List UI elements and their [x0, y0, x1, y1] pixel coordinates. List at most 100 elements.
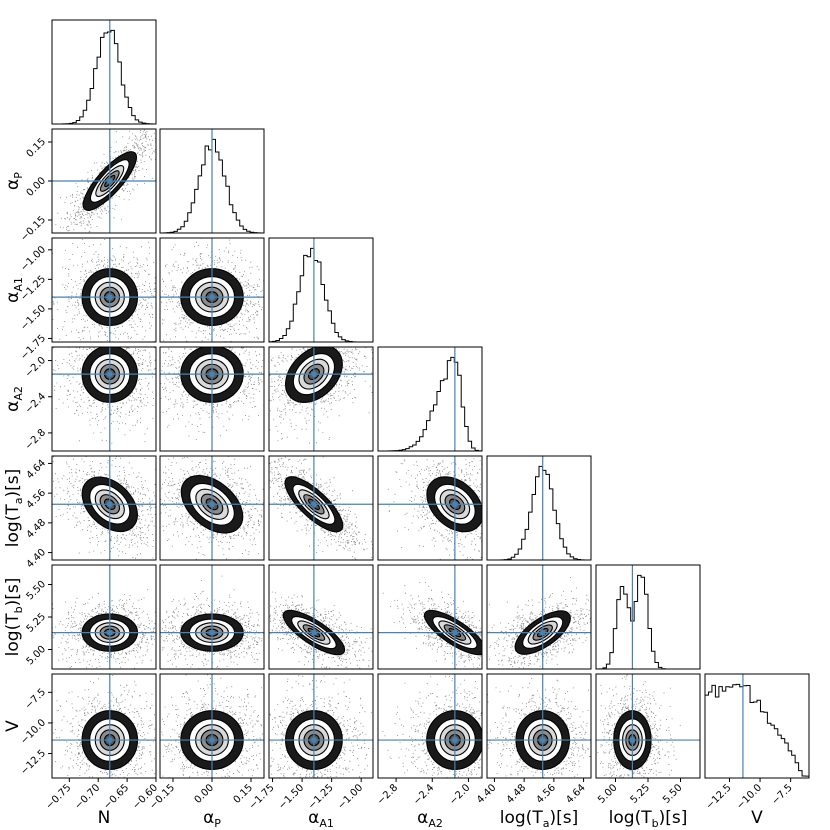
scatter-panel-alpha_A1-vs-N [51, 237, 157, 343]
truth-marker [209, 294, 215, 300]
histogram-alpha_A2 [377, 356, 483, 452]
histogram-alpha_A1 [268, 247, 373, 343]
x-tick-label-N: −0.75 [44, 782, 73, 811]
x-tick-label-alpha_A1: −1.00 [336, 782, 365, 811]
x-tick-label-V: −7.5 [770, 782, 795, 807]
y-tick-label-log_Ta: 4.40 [25, 547, 49, 571]
y-axis-title-alpha_A1: αA1 [3, 277, 25, 303]
truth-marker [540, 630, 546, 636]
scatter-points [487, 678, 591, 778]
panel-frame [51, 346, 157, 452]
hist-panel-alpha_P [159, 128, 265, 234]
panel-frame [486, 564, 592, 670]
x-tick-label-log_Tb: 5.00 [596, 782, 620, 806]
truth-marker [311, 371, 317, 377]
y-tick-label-alpha_P: 0.00 [25, 175, 49, 199]
scatter-panel-V-vs-log_Tb [595, 673, 701, 779]
truth-marker [629, 737, 635, 743]
y-axis-title-log_Tb: log(Tb)[s] [3, 578, 25, 657]
x-axis-title-alpha_A1: αA1 [308, 808, 334, 830]
scatter-points [596, 674, 681, 778]
x-tick-label-alpha_A2: −2.4 [411, 782, 436, 807]
x-tick-label-log_Ta: 4.40 [475, 782, 499, 806]
panel-frame [377, 564, 483, 670]
panel-frame [159, 455, 265, 561]
panel-frame [51, 237, 157, 343]
panel-frame [268, 673, 374, 779]
x-tick-label-log_Ta: 4.64 [564, 782, 588, 806]
scatter-panel-alpha_A2-vs-N [51, 346, 157, 452]
truth-marker [107, 630, 113, 636]
panel-frame [51, 455, 157, 561]
x-tick-label-log_Ta: 4.56 [534, 782, 558, 806]
truth-marker [107, 371, 113, 377]
y-axis-title-V: V [3, 720, 23, 732]
scatter-panel-log_Ta-vs-alpha_A2 [377, 455, 483, 561]
hist-panel-log_Tb [595, 564, 701, 670]
scatter-panel-V-vs-alpha_A2 [377, 673, 483, 779]
truth-marker [452, 737, 458, 743]
scatter-panel-log_Tb-vs-alpha_P [159, 564, 265, 670]
truth-marker [540, 737, 546, 743]
panel-frame [486, 673, 592, 779]
truth-marker [311, 501, 317, 507]
x-tick-label-alpha_A2: −2.0 [448, 782, 473, 807]
panel-frame [486, 455, 592, 561]
x-tick-label-log_Ta: 4.48 [505, 782, 529, 806]
x-axis-title-log_Ta: log(Ta)[s] [500, 808, 578, 830]
x-tick-label-alpha_A2: −2.8 [375, 782, 400, 807]
panel-frame [377, 673, 483, 779]
histogram-log_Tb [595, 574, 700, 670]
hist-panel-alpha_A1 [268, 237, 374, 343]
truth-marker [311, 737, 317, 743]
truth-marker [107, 294, 113, 300]
truth-marker [107, 178, 113, 184]
scatter-panel-log_Tb-vs-N [51, 564, 157, 670]
x-axis-title-N: N [98, 808, 111, 828]
hist-panel-N [51, 19, 157, 125]
y-tick-label-alpha_A2: −2.8 [23, 427, 48, 452]
scatter-points [160, 575, 263, 669]
scatter-panel-V-vs-alpha_P [159, 673, 265, 779]
panel-frame [377, 455, 483, 561]
x-axis-title-alpha_P: αP [203, 808, 221, 830]
x-tick-label-alpha_A1: −1.50 [277, 782, 306, 811]
y-tick-label-log_Tb: 5.25 [25, 611, 49, 635]
truth-marker [107, 737, 113, 743]
y-tick-label-log_Ta: 4.48 [25, 517, 49, 541]
scatter-panel-alpha_A2-vs-alpha_P [159, 346, 265, 452]
scatter-points [160, 238, 264, 342]
panel-frame [268, 564, 374, 670]
x-axis-title-alpha_A2: αA2 [417, 808, 443, 830]
scatter-panel-V-vs-alpha_A1 [268, 673, 374, 779]
scatter-panel-log_Ta-vs-alpha_P [159, 455, 265, 561]
scatter-panel-log_Ta-vs-alpha_A1 [268, 455, 374, 561]
panel-frame [51, 673, 157, 779]
x-axis-title-log_Tb: log(Tb)[s] [609, 808, 688, 830]
y-axis-title-alpha_P: αP [3, 172, 25, 190]
panel-frame [51, 19, 157, 125]
y-tick-label-V: −12.5 [19, 748, 48, 777]
y-tick-label-alpha_A2: −2.4 [23, 391, 48, 416]
y-tick-label-alpha_A1: −1.50 [19, 303, 48, 332]
scatter-panel-log_Tb-vs-alpha_A2 [377, 564, 483, 670]
hist-panel-log_Ta [486, 455, 592, 561]
scatter-panel-log_Tb-vs-log_Ta [486, 564, 592, 670]
panel-frame [595, 564, 701, 670]
histogram-log_Ta [487, 465, 592, 561]
scatter-points [489, 577, 591, 669]
scatter-points [52, 675, 156, 778]
y-axis-title-alpha_A2: αA2 [3, 386, 25, 412]
scatter-panel-log_Tb-vs-alpha_A1 [268, 564, 374, 670]
y-tick-label-alpha_P: 0.15 [25, 136, 49, 160]
panel-frame [159, 346, 265, 452]
hist-panel-alpha_A2 [377, 346, 483, 452]
y-tick-label-log_Ta: 4.56 [25, 487, 49, 511]
y-tick-label-V: −10.0 [19, 717, 48, 746]
truth-marker [209, 371, 215, 377]
y-tick-label-V: −7.5 [23, 687, 48, 712]
truth-marker [209, 501, 215, 507]
panel-frame [704, 673, 810, 779]
truth-marker [209, 737, 215, 743]
